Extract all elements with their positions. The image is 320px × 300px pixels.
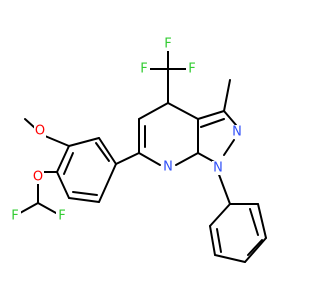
fluorine-label: F xyxy=(140,62,147,77)
nitrogen-label: N xyxy=(213,161,223,176)
molecule-structure: F F F N N N O O F F xyxy=(9,36,267,263)
label-bg xyxy=(162,160,174,174)
label-bg xyxy=(34,124,46,138)
oxygen-label: O xyxy=(33,170,43,185)
bonds xyxy=(19,48,267,263)
bond xyxy=(223,139,235,156)
oxygen-label: O xyxy=(35,124,45,139)
label-bg xyxy=(212,161,224,175)
bond xyxy=(200,118,225,128)
bond xyxy=(244,237,267,263)
bond xyxy=(56,171,70,199)
fluorine-label: F xyxy=(164,37,171,52)
bond xyxy=(175,152,199,166)
bond xyxy=(68,197,100,203)
label-bg xyxy=(186,62,198,76)
bond xyxy=(223,110,237,126)
bond xyxy=(209,203,231,227)
bond xyxy=(115,152,140,165)
bond xyxy=(63,152,74,175)
bond xyxy=(37,202,57,214)
bond xyxy=(257,203,267,239)
bond xyxy=(138,102,169,120)
label-bg xyxy=(56,209,68,223)
bond xyxy=(24,118,36,129)
bond xyxy=(68,137,100,147)
bond xyxy=(247,239,263,256)
fluorine-label: F xyxy=(11,209,18,224)
nitrogen-label: N xyxy=(232,125,242,140)
bond xyxy=(44,135,70,147)
label-bg xyxy=(9,209,21,223)
bond xyxy=(214,254,246,263)
bond xyxy=(209,225,216,256)
fluorine-label: F xyxy=(58,209,65,224)
bond xyxy=(72,191,98,196)
label-bg xyxy=(231,125,243,139)
bond xyxy=(216,228,222,253)
bond xyxy=(217,171,231,205)
bond xyxy=(98,137,117,165)
bond xyxy=(56,145,70,173)
nitrogen-label: N xyxy=(163,160,173,175)
bond xyxy=(138,152,161,166)
bond xyxy=(223,79,231,112)
fluorine-label: F xyxy=(188,62,195,77)
label-bg xyxy=(32,170,44,184)
atom-labels: F F F N N N O O F F xyxy=(9,37,243,224)
label-bg xyxy=(138,62,150,76)
bond xyxy=(249,208,259,236)
bond xyxy=(19,202,39,214)
label-bg xyxy=(162,37,174,51)
bond xyxy=(197,110,225,120)
bond xyxy=(95,142,110,162)
bond xyxy=(98,163,117,203)
bond xyxy=(167,102,199,120)
